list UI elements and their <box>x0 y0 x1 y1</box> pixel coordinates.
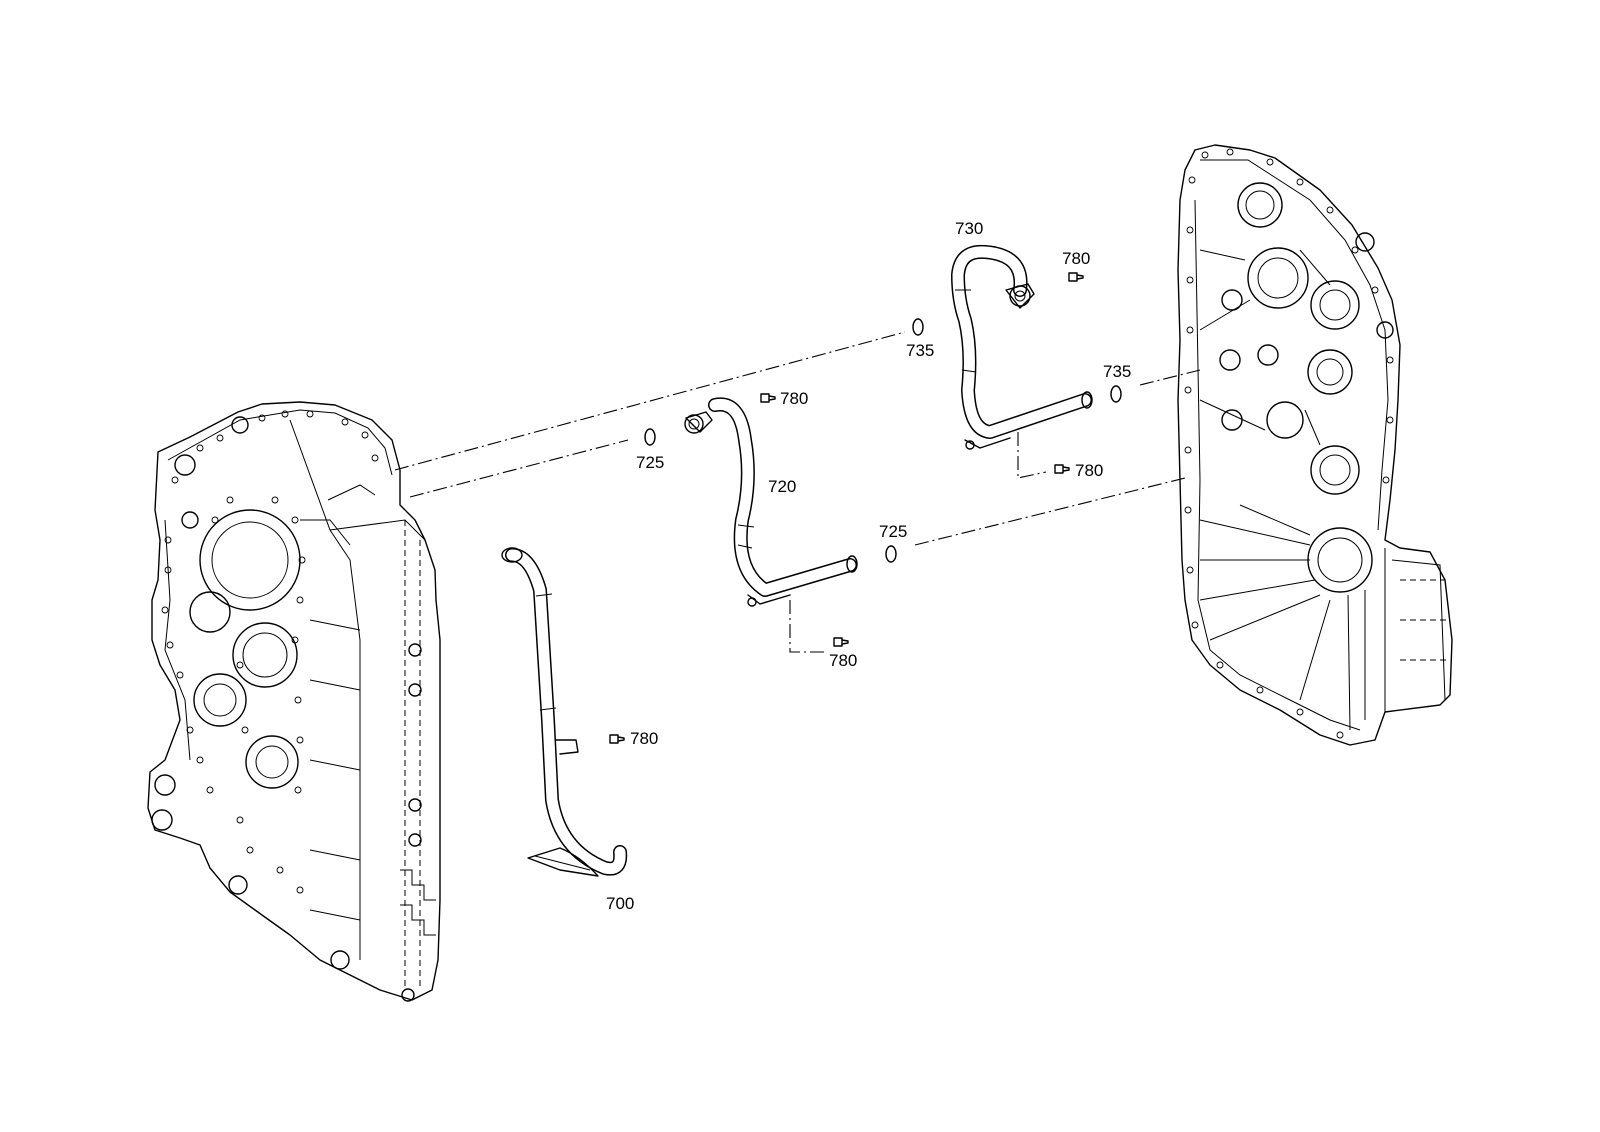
left-housing <box>147 401 441 1002</box>
o-ring-725-left <box>644 428 656 446</box>
label-720: 720 <box>768 477 796 496</box>
assembly-lines <box>394 331 1201 653</box>
label-730: 730 <box>955 219 983 238</box>
o-ring-735-left <box>912 318 924 336</box>
label-780-c: 780 <box>1075 461 1103 480</box>
label-735-right: 735 <box>1103 362 1131 381</box>
label-735-left: 735 <box>906 341 934 360</box>
o-ring-735-right <box>1110 385 1122 403</box>
screws-780 <box>609 272 1084 744</box>
label-725-right: 725 <box>879 522 907 541</box>
o-ring-725-right <box>885 545 897 563</box>
screw-780-d <box>833 637 849 647</box>
label-780-a: 780 <box>1062 249 1090 268</box>
label-700: 700 <box>606 894 634 913</box>
right-housing <box>1177 144 1453 746</box>
part-labels: 730 780 735 735 780 725 780 720 725 780 … <box>606 219 1131 913</box>
label-780-b: 780 <box>780 389 808 408</box>
label-725-left: 725 <box>636 453 664 472</box>
screw-780-e <box>609 734 625 744</box>
screw-780-b <box>760 393 776 403</box>
screw-780-c <box>1054 464 1070 474</box>
part-730-pipe <box>951 244 1093 450</box>
label-780-e: 780 <box>630 729 658 748</box>
part-700-pipe <box>501 547 628 877</box>
o-rings <box>644 318 1122 563</box>
label-780-d: 780 <box>829 651 857 670</box>
screw-780-a <box>1068 272 1084 282</box>
part-720-pipe <box>684 397 858 607</box>
